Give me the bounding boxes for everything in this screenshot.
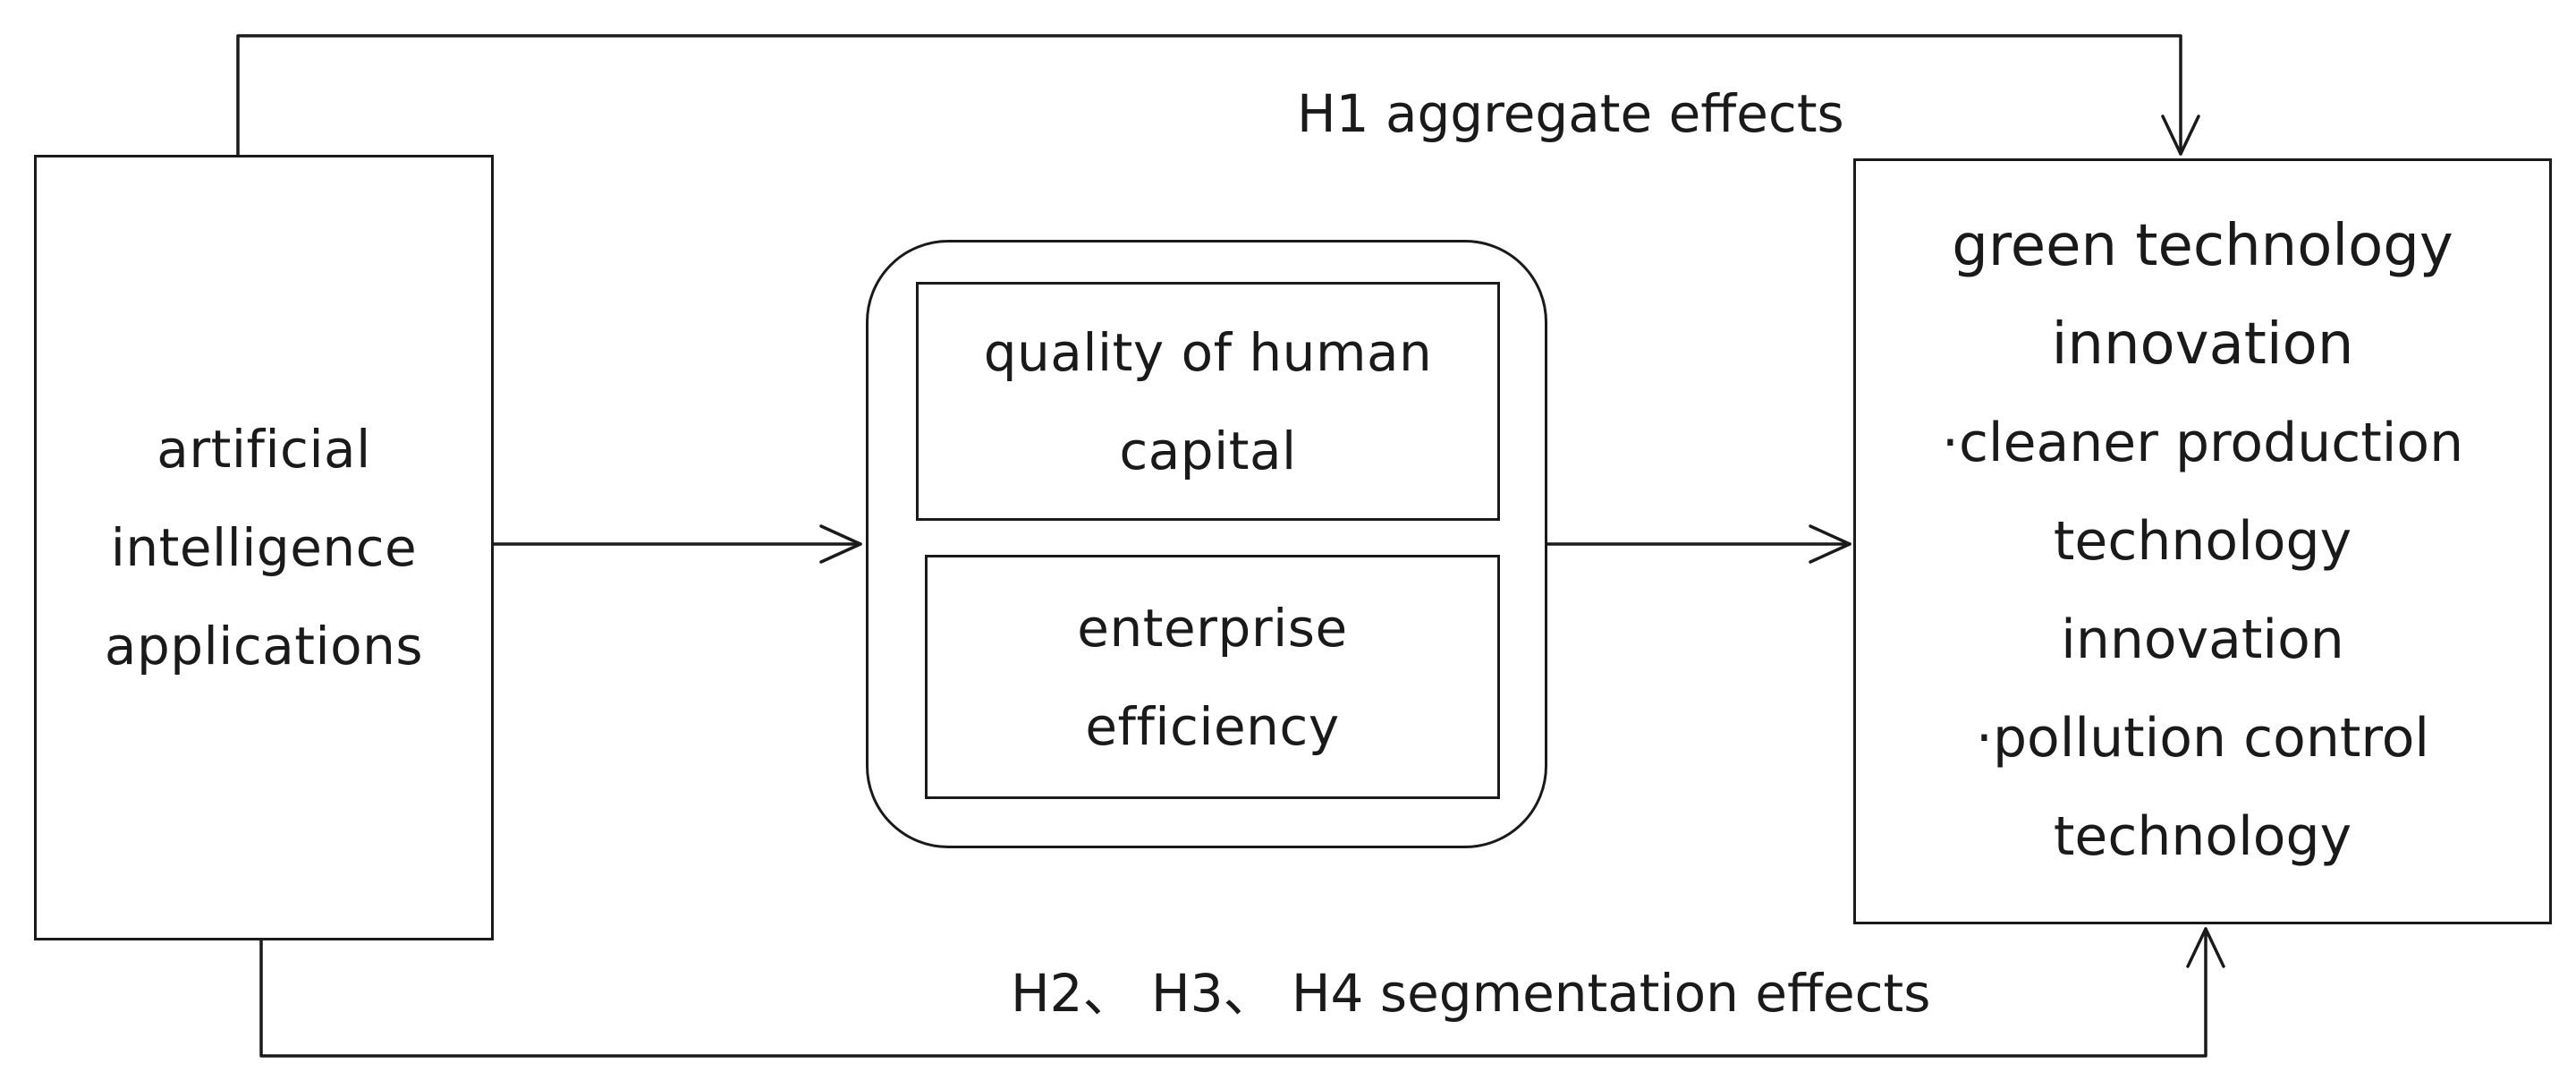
cleaner-production-item-line-3: innovation: [2061, 608, 2344, 671]
ai-to-mediators-arrowhead: [819, 524, 862, 564]
ai-applications-node: artificial intelligence applications: [34, 155, 494, 940]
human-capital-node: quality of human capital: [916, 282, 1500, 521]
aggregate-effect-arrowhead: [2161, 115, 2200, 156]
pollution-control-item-line-1: ·pollution control: [1976, 689, 2429, 787]
ai-applications-label-line-2: intelligence: [110, 517, 418, 578]
enterprise-efficiency-node: enterprise efficiency: [925, 555, 1500, 799]
gti-title-line-2: innovation: [2051, 311, 2354, 378]
ai-applications-label-line-1: artificial: [157, 419, 371, 480]
pollution-control-text: pollution control: [1992, 707, 2430, 770]
ai-applications-label-line-3: applications: [104, 616, 424, 676]
cleaner-production-item-line-1: ·cleaner production: [1942, 394, 2463, 492]
cleaner-production-text: cleaner production: [1958, 412, 2464, 474]
cleaner-production-bullet: ·: [1941, 412, 1959, 474]
pollution-control-item-line-2: technology: [2053, 805, 2352, 868]
cleaner-production-item-line-2: technology: [2053, 510, 2352, 573]
aggregate-effects-label: H1 aggregate effects: [1297, 83, 1844, 144]
segmentation-effect-arrowhead: [2186, 927, 2225, 968]
human-capital-label-line-2: capital: [1119, 420, 1297, 481]
enterprise-efficiency-label-line-1: enterprise: [1077, 597, 1348, 659]
green-technology-innovation-node: green technology innovation ·cleaner pro…: [1853, 158, 2552, 924]
segmentation-effects-label: H2、 H3、 H4 segmentation effects: [1011, 963, 1931, 1024]
human-capital-label-line-1: quality of human: [983, 321, 1433, 383]
enterprise-efficiency-label-line-2: efficiency: [1085, 695, 1340, 757]
mediators-to-gti-arrowhead: [1809, 524, 1852, 564]
pollution-control-bullet: ·: [1975, 707, 1993, 770]
gti-title-line-1: green technology: [1952, 213, 2453, 279]
segmentation-effect-connector: [259, 927, 2207, 1058]
aggregate-effect-connector: [236, 34, 2182, 157]
